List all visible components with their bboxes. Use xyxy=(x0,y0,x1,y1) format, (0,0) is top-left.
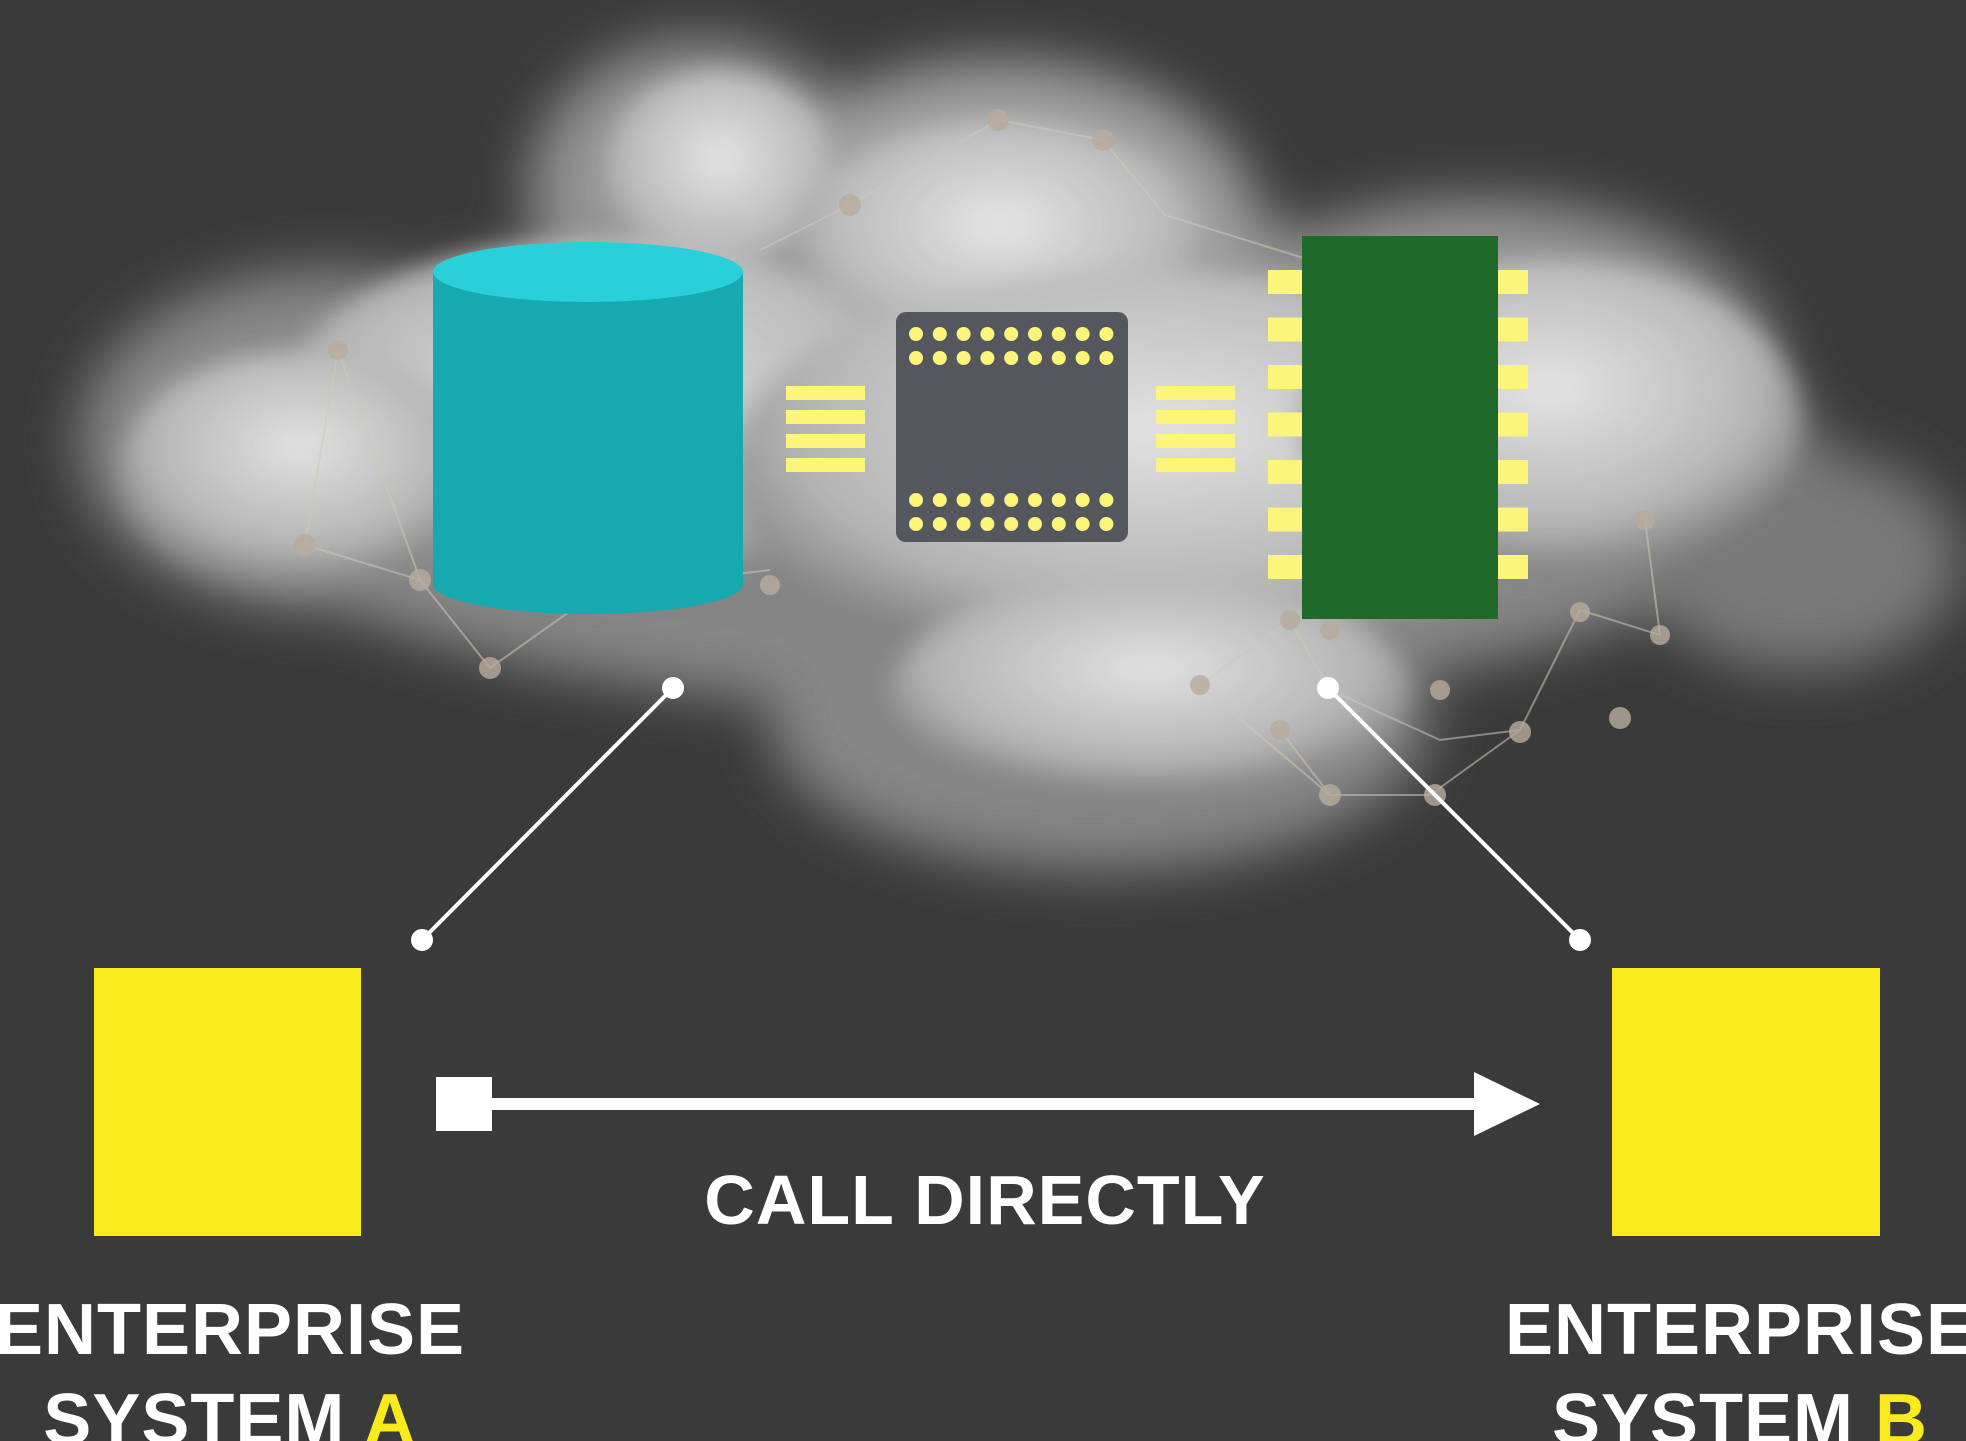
chip-pin xyxy=(1028,517,1042,531)
chip-pin xyxy=(1004,493,1019,507)
chip-pin xyxy=(1051,517,1066,531)
chip-pin xyxy=(1004,517,1019,531)
arrowhead-icon xyxy=(1474,1072,1540,1136)
database-cylinder-icon xyxy=(433,242,743,614)
board-pin xyxy=(1494,270,1528,294)
system-b-prefix: SYSTEM xyxy=(1551,1380,1876,1441)
connector-bars-left xyxy=(786,386,865,472)
chip-pin xyxy=(1051,351,1066,365)
chip-pin xyxy=(1099,493,1114,507)
system-b-line2: SYSTEM B xyxy=(1500,1375,1966,1441)
board-pin xyxy=(1268,460,1302,484)
enterprise-system-b-box xyxy=(1612,968,1880,1236)
chip-pin xyxy=(909,493,923,507)
chip-pin xyxy=(980,351,995,365)
chip-pin xyxy=(1051,493,1066,507)
board-pin xyxy=(1494,317,1528,342)
system-a-prefix: SYSTEM xyxy=(43,1380,364,1441)
arrow-tail-square xyxy=(436,1077,492,1131)
chip-pin xyxy=(909,327,923,341)
chip-pin xyxy=(932,351,947,365)
system-b-letter: B xyxy=(1875,1380,1929,1441)
chip-pin xyxy=(1004,327,1019,341)
chip-pin xyxy=(1099,327,1114,341)
chip-pin xyxy=(980,493,995,507)
connection-line-b xyxy=(1317,677,1591,951)
chip-pin xyxy=(980,327,995,341)
board-pin xyxy=(1494,507,1528,532)
board-pin xyxy=(1268,412,1302,437)
cpu-chip-icon xyxy=(896,312,1128,542)
enterprise-system-a-label: ENTERPRISE SYSTEM A xyxy=(0,1285,470,1441)
chip-pin xyxy=(980,517,995,531)
board-pin xyxy=(1268,317,1302,342)
circuit-board-icon xyxy=(1268,236,1528,619)
chip-pin xyxy=(932,517,947,531)
chip-pins-bottom xyxy=(909,493,1114,531)
direct-call-arrow xyxy=(436,1072,1540,1136)
chip-pin xyxy=(1004,351,1019,365)
chip-pin xyxy=(956,327,971,341)
chip-pin xyxy=(1099,351,1114,365)
enterprise-system-b-label: ENTERPRISE SYSTEM B xyxy=(1500,1285,1966,1441)
chip-pins-top xyxy=(909,327,1114,365)
network-nodes xyxy=(294,109,1670,806)
connector-bars-right xyxy=(1156,386,1235,472)
system-a-letter: A xyxy=(363,1380,417,1441)
arrow-shaft xyxy=(488,1098,1478,1110)
system-b-line1: ENTERPRISE xyxy=(1504,1290,1966,1370)
board-pin xyxy=(1268,555,1302,579)
board-pin xyxy=(1494,412,1528,437)
chip-pin xyxy=(956,493,971,507)
call-directly-label: CALL DIRECTLY xyxy=(704,1161,1266,1239)
system-a-line2: SYSTEM A xyxy=(0,1375,470,1441)
chip-pin xyxy=(1051,327,1066,341)
chip-pin xyxy=(909,351,923,365)
chip-pin xyxy=(1075,493,1090,507)
chip-pin xyxy=(1099,517,1114,531)
chip-pin xyxy=(1075,517,1090,531)
chip-pin xyxy=(1028,327,1042,341)
board-pin xyxy=(1268,507,1302,532)
enterprise-system-a-box xyxy=(94,968,361,1236)
board-pin xyxy=(1494,555,1528,579)
chip-pin xyxy=(1075,351,1090,365)
board-pin xyxy=(1494,460,1528,484)
board-pin xyxy=(1268,365,1302,389)
chip-pin xyxy=(956,517,971,531)
chip-pin xyxy=(956,351,971,365)
chip-pin xyxy=(1028,351,1042,365)
chip-pin xyxy=(909,517,923,531)
connection-line-a xyxy=(411,677,684,951)
chip-pin xyxy=(932,493,947,507)
board-pins xyxy=(1268,270,1528,579)
board-pin xyxy=(1268,270,1302,294)
chip-pin xyxy=(1075,327,1090,341)
chip-pin xyxy=(932,327,947,341)
board-pin xyxy=(1494,365,1528,389)
chip-pin xyxy=(1028,493,1042,507)
system-a-line1: ENTERPRISE xyxy=(0,1290,466,1370)
